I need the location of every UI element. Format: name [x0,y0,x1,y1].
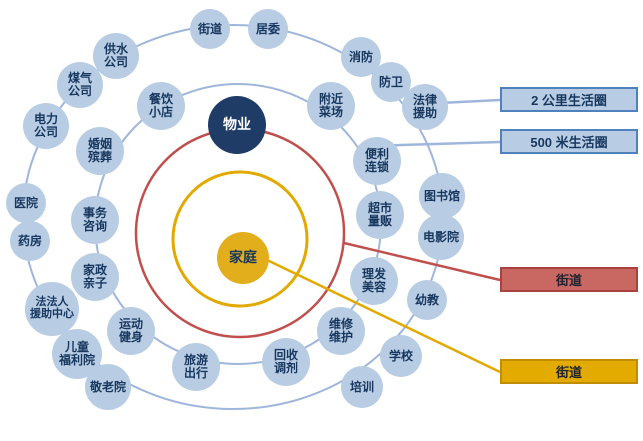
node-marriage-funeral: 婚姻 殡葬 [76,127,124,175]
node-legal-aid: 法律 援助 [402,84,448,130]
node-property-management: 物业 [208,96,266,154]
legend-500m-box: 500 米生活圈 [500,129,638,154]
node-library: 图书馆 [419,173,465,219]
node-preschool-education: 幼教 [407,280,447,320]
node-family: 家庭 [217,232,269,284]
node-street: 街道 [190,9,230,49]
legend-street-red-box: 街道 [500,267,638,292]
node-housekeeping-childcare: 家政 亲子 [71,253,119,301]
node-travel: 旅游 出行 [172,343,220,391]
node-school: 学校 [380,335,422,377]
node-training: 培训 [341,366,383,408]
legend-street-gold-box: 街道 [500,359,638,384]
ring-street-gold-circle [171,170,309,308]
node-children-welfare-institute: 儿童 福利院 [52,329,102,379]
node-gas-company: 煤气 公司 [57,62,103,108]
node-repair-maintenance: 维修 维护 [317,307,365,355]
node-pharmacy: 药房 [10,221,50,261]
node-sports-fitness: 运动 健身 [107,307,155,355]
node-hospital: 医院 [6,183,46,223]
node-convenience-chain: 便利 连锁 [353,137,401,185]
node-nearby-market: 附近 菜场 [307,82,355,130]
node-aid-center: 法法人 援助中心 [25,282,79,336]
node-recycling: 回收 调剂 [262,338,310,386]
connector-street-gold-line [266,258,501,374]
legend-2km-box: 2 公里生活圈 [500,87,638,112]
node-hair-beauty: 理发 美容 [350,257,398,305]
node-cinema: 电影院 [418,214,464,260]
node-restaurant-shop: 餐饮 小店 [137,82,185,130]
node-residents-committee: 居委 [248,9,288,49]
node-supermarket: 超市 量贩 [356,191,404,239]
connector-street-red-line [343,241,501,282]
node-electric-power-company: 电力 公司 [23,103,69,149]
node-water-supply-company: 供水 公司 [93,33,139,79]
node-affairs-consulting: 事务 咨询 [71,196,119,244]
